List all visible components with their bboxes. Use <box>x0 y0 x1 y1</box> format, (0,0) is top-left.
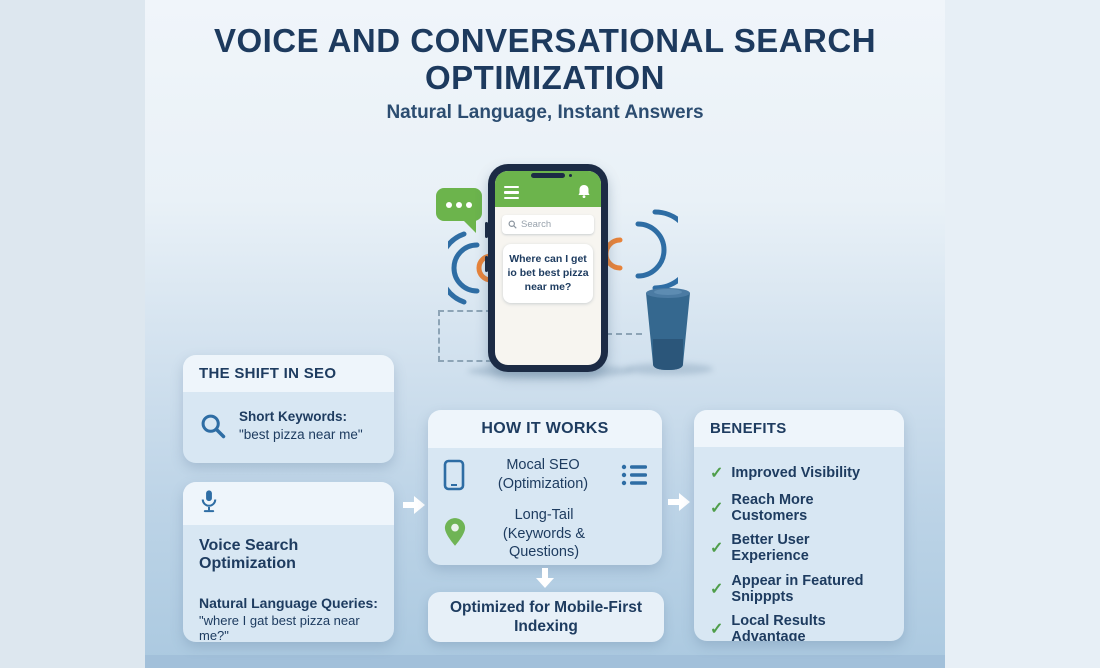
benefit-item: ✓ Appear in Featured Snipppts <box>710 573 888 605</box>
checkmark-icon: ✓ <box>710 540 724 557</box>
benefit-item: ✓ Reach More Customers <box>710 492 888 524</box>
voice-item-label: Natural Language Queries: <box>199 595 378 611</box>
background-band-right <box>945 0 1100 668</box>
how-row1-line1: Mocal SEO <box>506 457 580 473</box>
background-band-left <box>0 0 145 668</box>
benefits-panel-title: BENEFITS <box>694 410 904 447</box>
voice-panel-title: Voice Search Optimization <box>199 537 299 572</box>
microphone-icon <box>201 490 217 513</box>
checkmark-icon: ✓ <box>710 580 724 598</box>
phone-search-bar: Search <box>502 215 594 234</box>
smartphone-icon <box>443 459 465 491</box>
benefit-item: ✓ Better User Experience <box>710 532 888 564</box>
page-subtitle: Natural Language, Instant Answers <box>386 102 704 123</box>
benefit-label: Local Results Advantage <box>731 613 826 641</box>
voice-query-bubble: Where can I get io bet best pizza near m… <box>503 244 593 303</box>
shift-item-label: Short Keywords: <box>239 409 348 424</box>
panel-mobile-first: Optimized for Mobile-First Indexing <box>428 592 664 642</box>
dashed-path-left <box>438 310 492 362</box>
benefit-label: Appear in Featured Snipppts <box>731 572 864 605</box>
chat-bubble-icon <box>436 188 482 233</box>
page-title: VOICE AND CONVERSATIONAL SEARCH OPTIMIZA… <box>145 22 945 97</box>
panel-how-it-works: HOW IT WORKS Mocal SEO (Optimization) <box>428 410 662 565</box>
list-icon <box>621 464 647 486</box>
phone-notch <box>531 173 565 178</box>
dashed-path-right <box>596 333 642 335</box>
how-panel-title: HOW IT WORKS <box>428 410 662 448</box>
panel-voice-search: Voice Search Optimization Natural Langua… <box>183 482 394 642</box>
phone-screen: Search Where can I get io bet best pizza… <box>495 171 601 365</box>
checkmark-icon: ✓ <box>710 465 724 482</box>
sound-waves-right-icon <box>608 209 678 291</box>
phone-side-button <box>485 222 488 238</box>
benefit-label: Reach More Customers <box>731 491 814 524</box>
background-bottom-strip <box>145 655 945 668</box>
how-row2-line1: Long-Tail <box>514 506 574 523</box>
bell-icon <box>578 185 590 198</box>
checkmark-icon: ✓ <box>710 499 724 517</box>
search-icon <box>508 220 517 229</box>
smartphone-illustration: Search Where can I get io bet best pizza… <box>485 164 608 372</box>
how-row2-line2: (Keywords & Questions) <box>502 525 586 561</box>
flow-arrow-right-icon <box>403 496 425 514</box>
magnifier-icon <box>201 414 226 439</box>
search-placeholder: Search <box>521 219 552 230</box>
panel-shift-in-seo: THE SHIFT IN SEO Short Keywords: "best p… <box>183 355 394 463</box>
title-line1: VOICE AND CONVERSATIONAL SEARCH <box>213 22 877 59</box>
shift-item-example: "best pizza near me" <box>239 427 363 443</box>
phone-camera-dot <box>569 174 572 177</box>
phone-side-button <box>485 256 488 272</box>
benefit-label: Better User Experience <box>731 532 810 564</box>
flow-arrow-right-icon <box>668 493 690 511</box>
benefit-item: ✓ Local Results Advantage <box>710 613 888 641</box>
hamburger-menu-icon <box>504 186 519 200</box>
title-line2: OPTIMIZATION <box>424 59 666 97</box>
panel-shift-title: THE SHIFT IN SEO <box>183 355 394 392</box>
smart-speaker-illustration <box>646 288 690 370</box>
flow-arrow-down-icon <box>536 568 554 588</box>
location-pin-icon <box>444 518 466 546</box>
voice-item-example: "where I gat best pizza near me?" <box>199 613 360 642</box>
checkmark-icon: ✓ <box>710 621 724 638</box>
benefit-label: Improved Visibility <box>731 465 861 481</box>
benefit-item: ✓ Improved Visibility <box>710 463 888 483</box>
panel-benefits: BENEFITS ✓ Improved Visibility ✓ Reach M… <box>694 410 904 641</box>
how-row1-line2: (Optimization) <box>497 475 589 492</box>
